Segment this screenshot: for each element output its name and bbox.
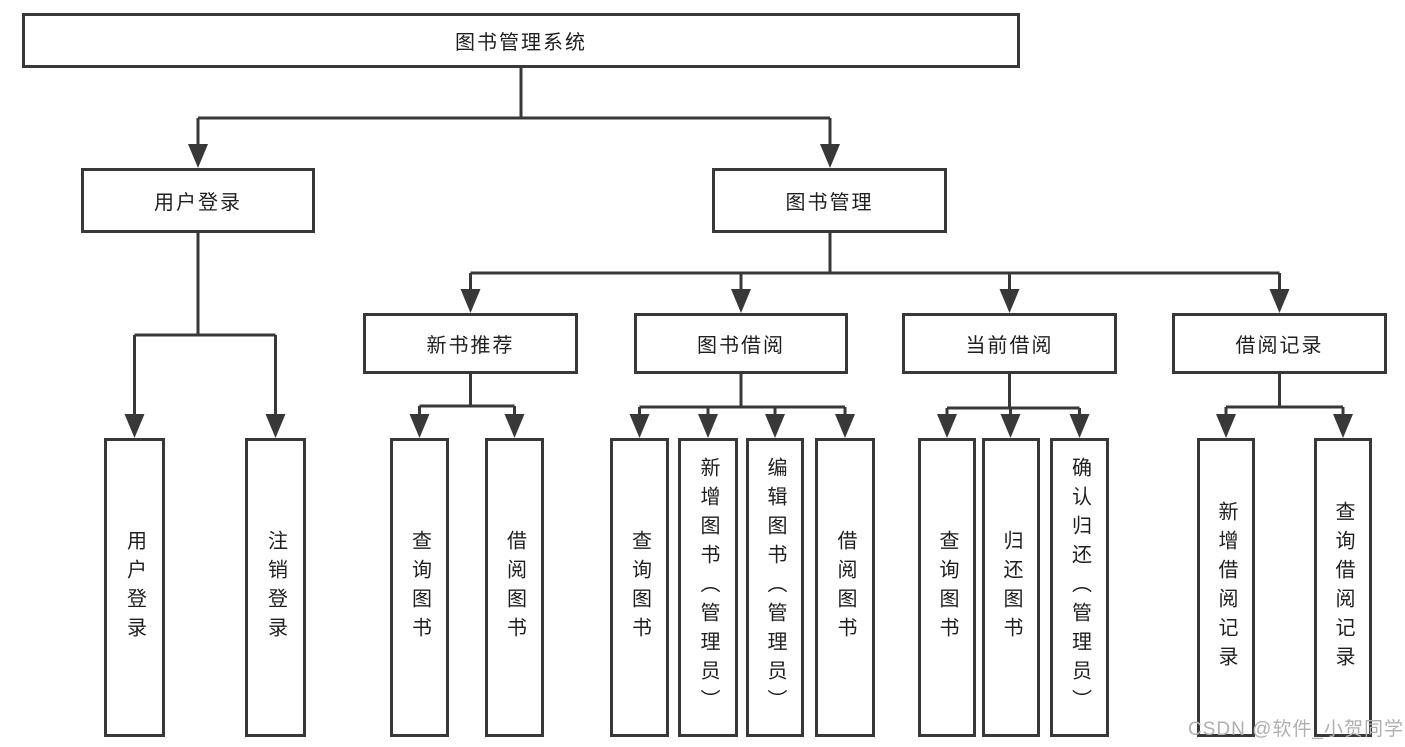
arrowhead-icon — [1269, 289, 1290, 313]
arrowhead-icon — [1216, 414, 1236, 438]
node-current-borrowing: 当前借阅 — [902, 313, 1117, 374]
leaf-confirm-return-admin: 确认归还（管理员） — [1050, 438, 1109, 737]
arrowhead-icon — [1000, 414, 1021, 438]
leaf-add-borrow-record: 新增借阅记录 — [1197, 438, 1255, 737]
leaf-recommend-borrow-books: 借阅图书 — [485, 438, 544, 737]
leaf-return-books: 归还图书 — [982, 438, 1040, 737]
arrowhead-icon — [409, 414, 430, 438]
leaf-current-query-books: 查询图书 — [918, 438, 976, 737]
arrowhead-icon — [504, 414, 525, 438]
node-borrowing-records: 借阅记录 — [1172, 313, 1387, 374]
leaf-edit-books-admin: 编辑图书（管理员） — [746, 438, 804, 737]
leaf-add-books-admin: 新增图书（管理员） — [678, 438, 738, 737]
arrowhead-icon — [999, 289, 1020, 313]
node-new-book-recommend: 新书推荐 — [363, 313, 578, 374]
arrowhead-icon — [937, 414, 957, 438]
leaf-query-borrow-record: 查询借阅记录 — [1314, 438, 1372, 737]
leaf-logout: 注销登录 — [245, 438, 306, 737]
node-book-borrowing: 图书借阅 — [634, 313, 848, 374]
arrowhead-icon — [1069, 414, 1090, 438]
arrowhead-icon — [698, 414, 718, 438]
leaf-recommend-query-books: 查询图书 — [390, 438, 449, 737]
csdn-watermark: CSDN @软件_小贺同学 — [1188, 719, 1404, 740]
node-root-library-system: 图书管理系统 — [22, 13, 1020, 68]
leaf-user-login: 用户登录 — [104, 438, 165, 737]
arrowhead-icon — [835, 414, 855, 438]
arrowhead-icon — [124, 414, 145, 438]
arrowhead-icon — [629, 414, 650, 438]
arrowhead-icon — [820, 144, 840, 168]
arrowhead-icon — [765, 414, 785, 438]
arrowhead-icon — [1333, 414, 1353, 438]
leaf-borrowing-query-books: 查询图书 — [610, 438, 669, 737]
arrowhead-icon — [731, 289, 751, 313]
arrowhead-icon — [265, 414, 286, 438]
arrowhead-icon — [460, 289, 481, 313]
node-book-management: 图书管理 — [712, 168, 947, 233]
node-user-login-branch: 用户登录 — [81, 168, 315, 233]
arrowhead-icon — [188, 144, 208, 168]
leaf-borrow-books: 借阅图书 — [815, 438, 875, 737]
